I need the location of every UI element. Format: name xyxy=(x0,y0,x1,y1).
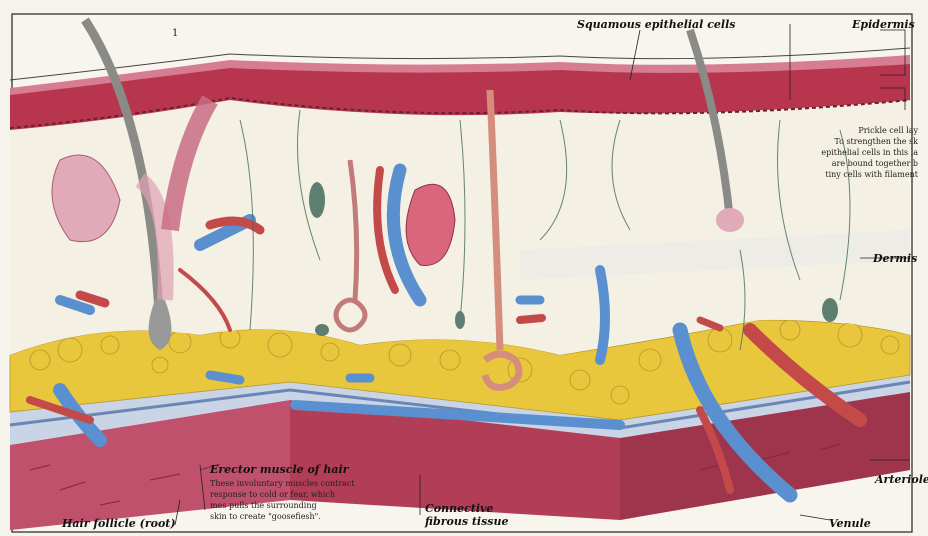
erector-muscle-label: Erector muscle of hair xyxy=(210,463,348,476)
dermis-label: Dermis xyxy=(873,252,917,265)
epidermis-label: Epidermis xyxy=(852,18,915,31)
hair-follicle-label: Hair follicle (root) xyxy=(62,517,176,530)
erector-muscle-description: These involuntary muscles contract respo… xyxy=(210,478,355,522)
venule-label: Venule xyxy=(829,517,871,530)
squamous-cells-label: Squamous epithelial cells xyxy=(577,18,735,31)
prickle-cell-description: Prickle cell lay To strengthen the sk ep… xyxy=(818,125,918,180)
page-number: 1 xyxy=(172,28,178,39)
connective-tissue-label-line1: Connective xyxy=(425,502,493,515)
arteriole-label: Arteriole xyxy=(875,473,928,486)
connective-tissue-label-line2: fibrous tissue xyxy=(425,515,508,528)
